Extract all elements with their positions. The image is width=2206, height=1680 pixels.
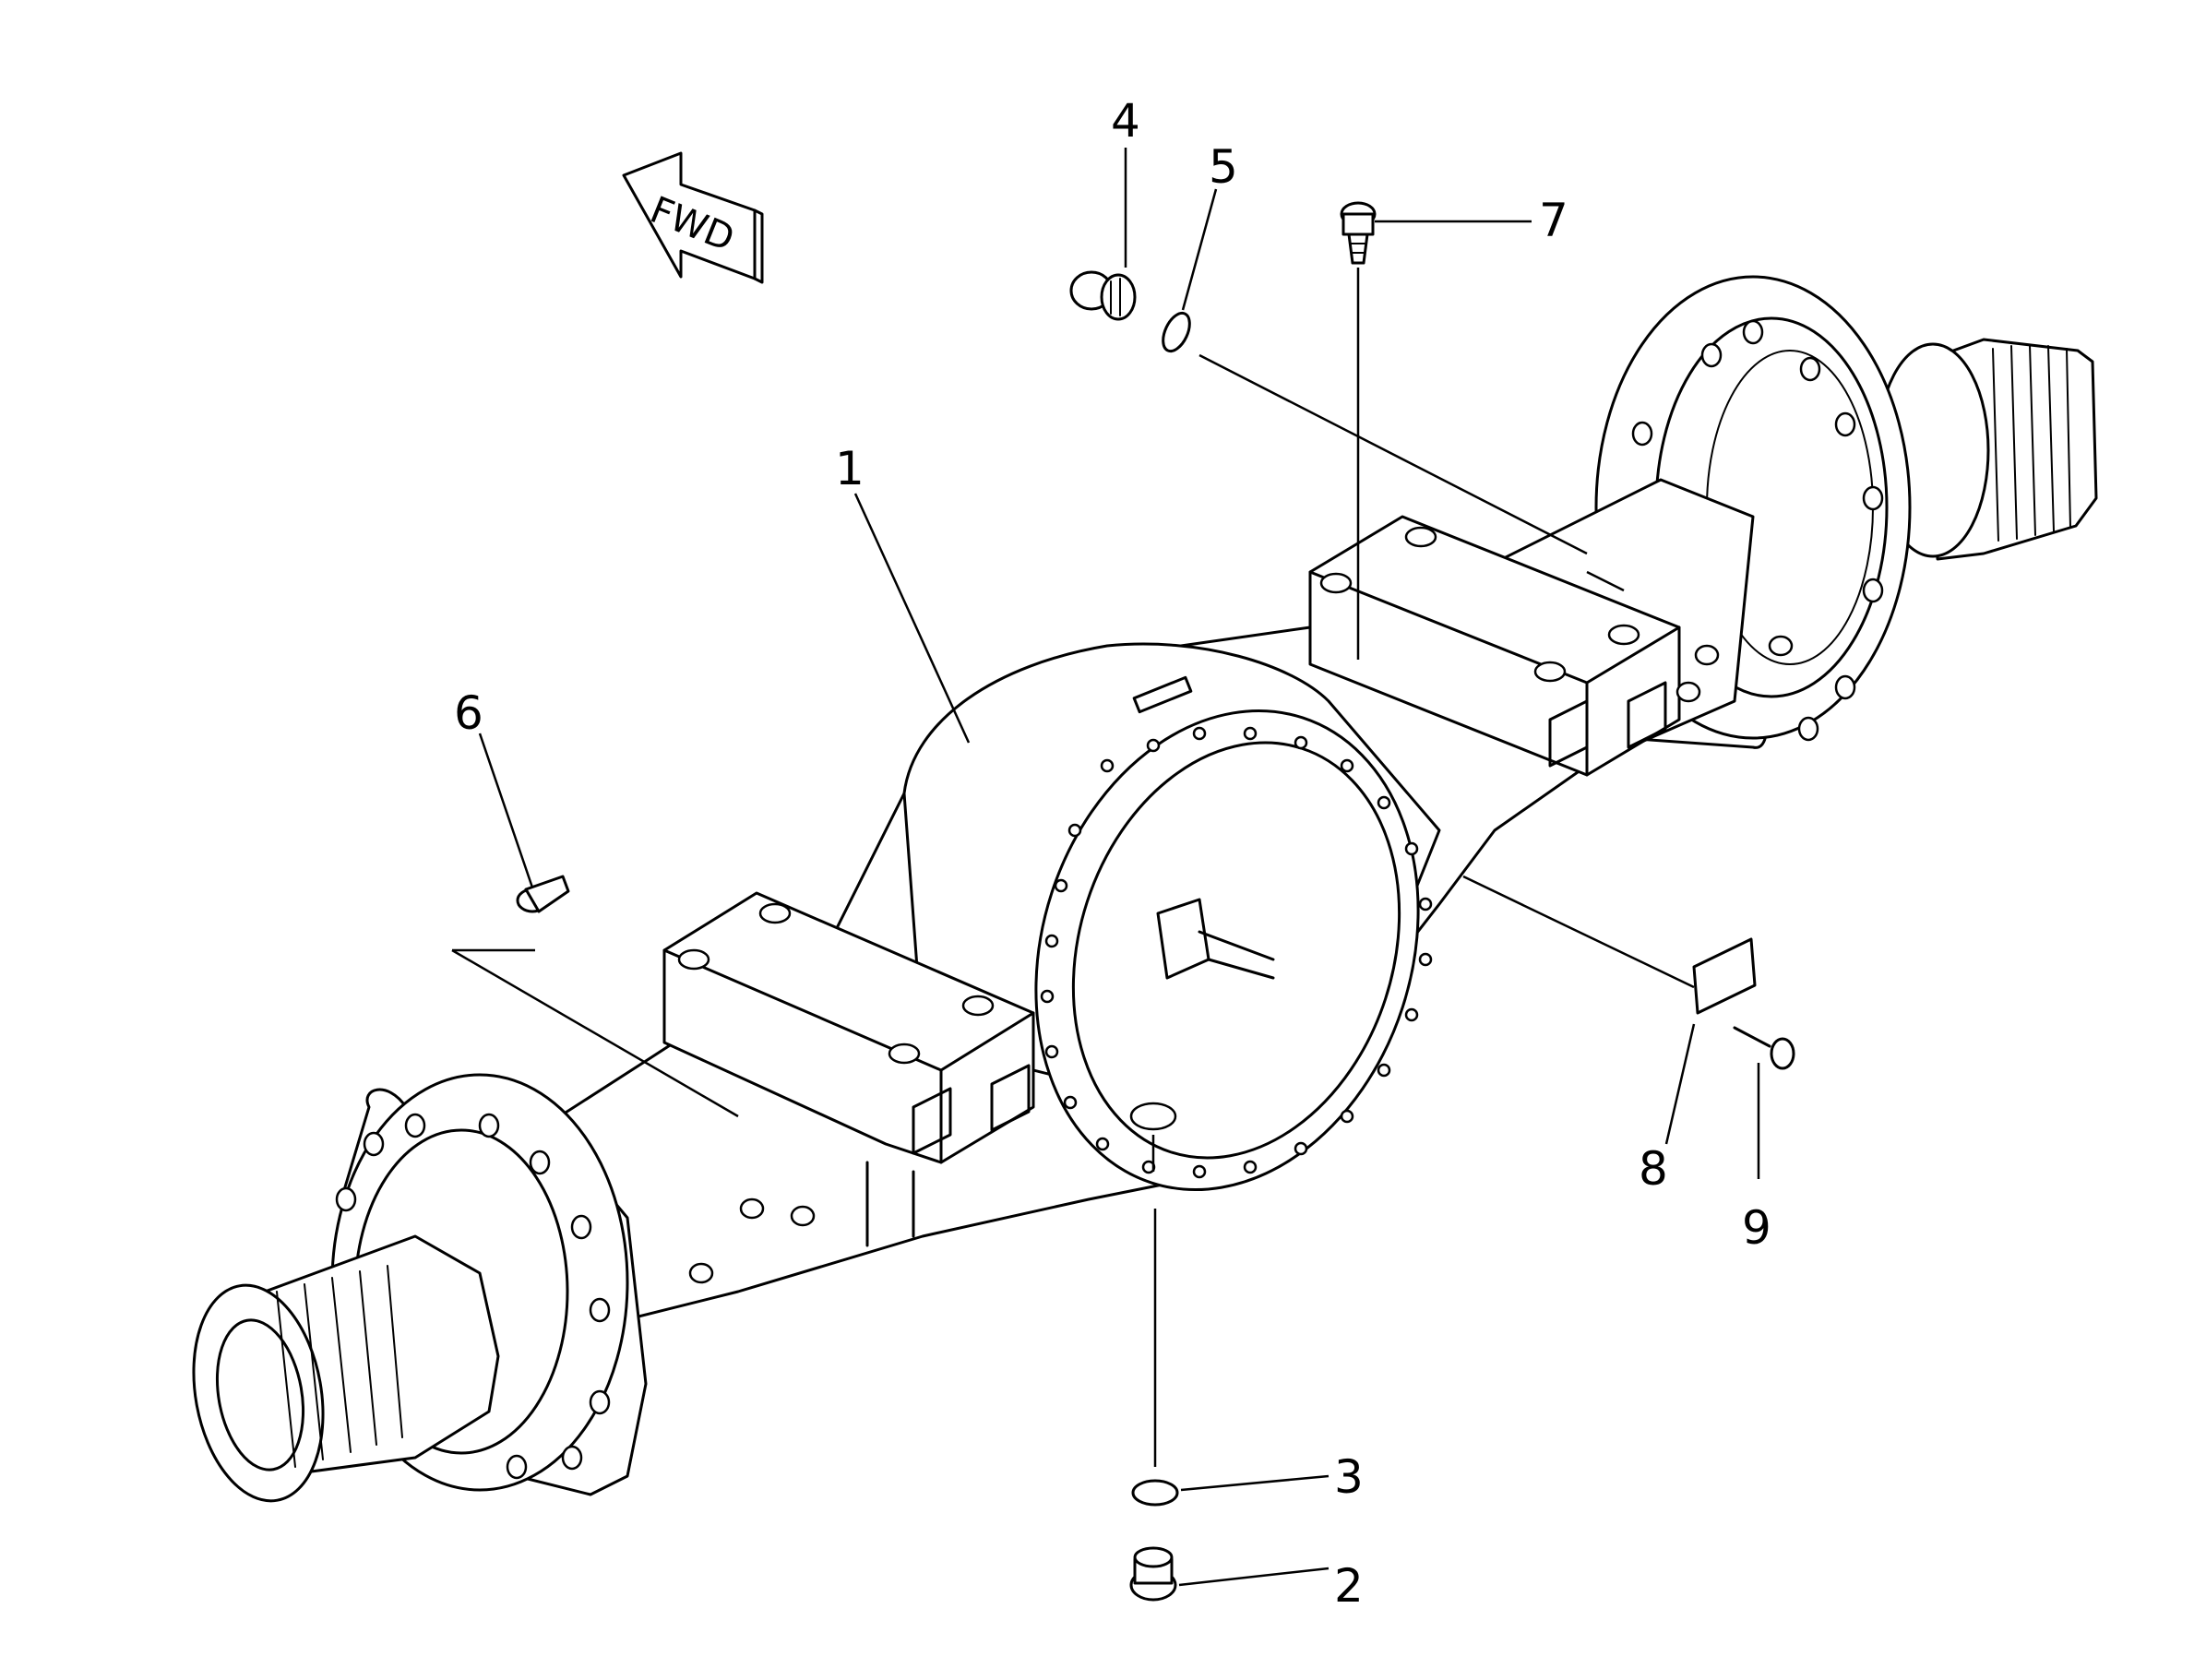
callout-4: 4 xyxy=(1111,94,1140,148)
callout-5: 5 xyxy=(1209,140,1238,194)
part-breather xyxy=(1340,201,1377,265)
callout-labels: 1 2 3 4 5 6 7 8 9 xyxy=(454,94,1771,1613)
part-upper-o-ring xyxy=(1162,311,1191,353)
differential-mounting-face xyxy=(1034,709,1433,1191)
left-spindle xyxy=(192,1234,500,1503)
axle-housing-drawing xyxy=(192,275,2098,1503)
part-name-plate xyxy=(1692,937,1757,1015)
callout-1: 1 xyxy=(835,442,865,495)
right-flange-bolt-holes xyxy=(1622,319,1884,742)
face-bolt-holes xyxy=(1040,726,1433,1179)
callout-8: 8 xyxy=(1639,1142,1668,1196)
part-side-plug xyxy=(516,875,570,913)
left-arm-bosses xyxy=(688,635,1794,1284)
leader-lines xyxy=(451,148,1760,1587)
fwd-direction-arrow: FWD xyxy=(622,151,764,284)
left-flange-bolt-holes xyxy=(335,1113,611,1480)
callout-3: 3 xyxy=(1334,1450,1364,1504)
callout-2: 2 xyxy=(1334,1559,1364,1613)
right-saddle-pad xyxy=(1308,515,1681,777)
part-filler-plug xyxy=(1069,270,1137,321)
left-saddle-pad xyxy=(662,891,1035,1247)
callout-9: 9 xyxy=(1742,1201,1771,1255)
callout-7: 7 xyxy=(1539,194,1568,247)
part-rivet xyxy=(1733,1026,1795,1070)
part-drain-plug xyxy=(1129,1546,1177,1602)
callout-6: 6 xyxy=(454,686,483,740)
part-lower-o-ring xyxy=(1131,1479,1179,1507)
